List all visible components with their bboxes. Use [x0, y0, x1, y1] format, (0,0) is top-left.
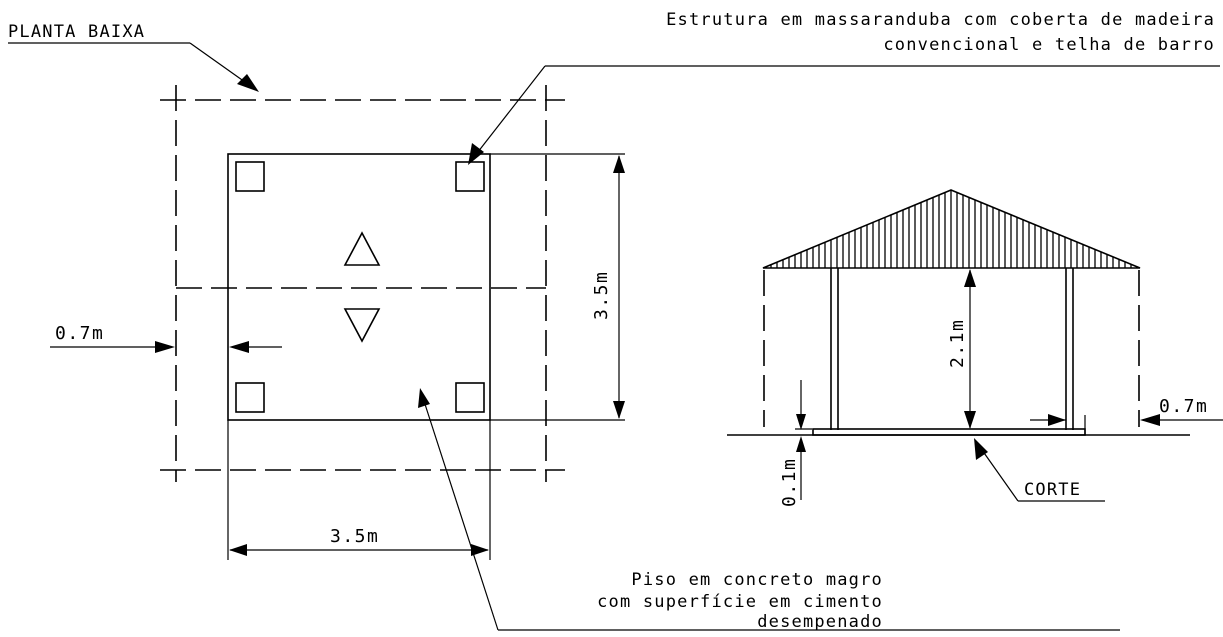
- floor-leader: [422, 397, 499, 631]
- plan-overhang-dimension: 0.7m: [50, 323, 282, 353]
- structure-label-line2: convencional e telha de barro: [883, 35, 1215, 55]
- pillar-bottom-right: [455, 382, 485, 413]
- column-left: [830, 268, 839, 430]
- column-right: [1065, 268, 1074, 430]
- pillar-top-left: [235, 161, 265, 192]
- slope-up-triangle: [343, 231, 381, 266]
- structure-arrow: [468, 143, 484, 165]
- floor-label-line3: desempenado: [757, 612, 883, 632]
- slope-down-triangle: [343, 308, 381, 343]
- section-title-leader: [981, 449, 1019, 502]
- pillar-top-right: [455, 161, 485, 192]
- hatched-roof: [762, 189, 1141, 269]
- plan-overhang-label: 0.7m: [55, 323, 104, 344]
- floor-plan: PLANTA BAIXA 3.5m: [8, 22, 1220, 631]
- plan-width-label: 3.5m: [330, 526, 379, 547]
- section-base-dimension: 0.1m: [779, 380, 812, 507]
- structure-label-line1: Estrutura em massaranduba com coberta de…: [666, 10, 1215, 30]
- floor-label-line1: Piso em concreto magro: [631, 570, 883, 590]
- section-overhang-label: 0.7m: [1159, 396, 1208, 417]
- section-base-label: 0.1m: [779, 458, 800, 507]
- section-title: CORTE: [1024, 480, 1081, 500]
- floor-slab: [227, 153, 491, 421]
- plan-title-arrow: [237, 74, 259, 92]
- section-height-dimension: 2.1m: [947, 269, 976, 429]
- section-overhang-dimension: 0.7m: [1030, 396, 1223, 426]
- section-height-label: 2.1m: [947, 319, 968, 368]
- plan-height-dimension: 3.5m: [591, 155, 625, 419]
- plan-title: PLANTA BAIXA: [8, 22, 145, 42]
- section-view: 2.1m 0.7m 0.1m CORTE: [727, 189, 1223, 507]
- plan-height-label: 3.5m: [591, 271, 612, 320]
- floor-arrow: [418, 388, 430, 408]
- pillar-bottom-left: [235, 382, 265, 413]
- plan-width-dimension: 3.5m: [227, 420, 491, 560]
- floor-label-line2: com superfície em cimento: [597, 592, 883, 612]
- section-title-arrow: [974, 438, 988, 460]
- floor-slab-section: [812, 428, 1086, 436]
- structure-leader: [473, 65, 546, 158]
- roof-outline-dashed: [160, 85, 565, 482]
